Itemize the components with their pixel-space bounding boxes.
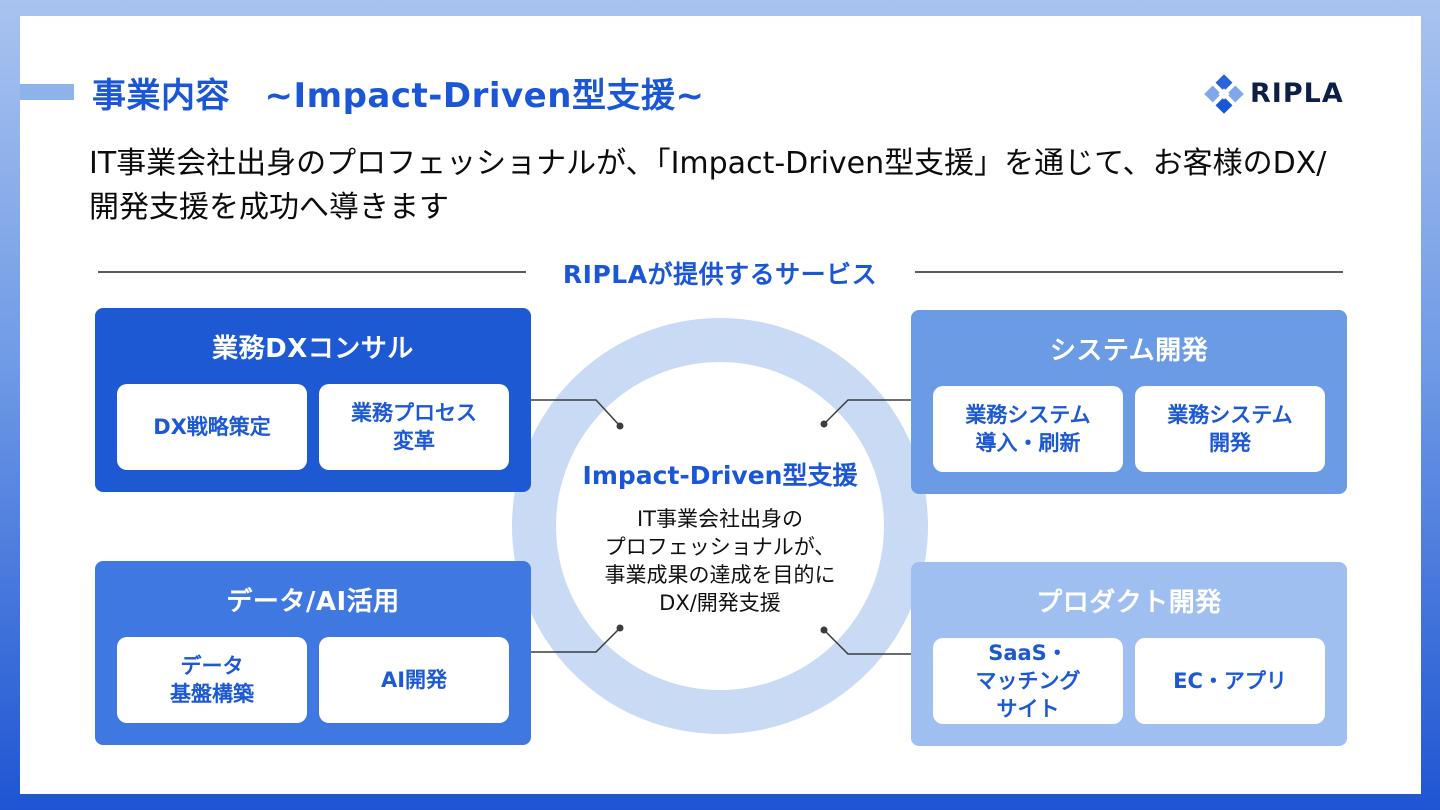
service-item-ec-app: EC・アプリ	[1135, 638, 1325, 724]
page-title: 事業内容 ~Impact-Driven型支援~	[92, 76, 705, 116]
core-desc-line: プロフェッショナルが、	[604, 535, 836, 559]
section-rule-right	[915, 271, 1343, 273]
service-item-label: 開発	[1209, 431, 1251, 455]
service-item-label: 導入・刷新	[975, 431, 1081, 455]
service-item-dx-strategy: DX戦略策定	[117, 384, 307, 470]
section-rule-left	[98, 271, 526, 273]
core-desc-line: IT事業会社出身の	[636, 507, 804, 531]
service-title: システム開発	[1049, 336, 1209, 366]
service-item-label: 業務システム	[965, 403, 1091, 427]
service-item-label: EC・アプリ	[1173, 669, 1287, 693]
lead-text: IT事業会社出身のプロフェッショナルが、「Impact-Driven型支援」を通…	[89, 142, 1389, 230]
service-title: 業務DXコンサル	[212, 334, 414, 364]
core-desc-line: 事業成果の達成を目的に	[604, 563, 836, 587]
service-title: プロダクト開発	[1036, 588, 1222, 618]
service-system-dev: システム開発 業務システム 導入・刷新 業務システム 開発	[911, 310, 1347, 494]
ripla-logo-icon	[1204, 74, 1244, 114]
service-data-ai: データ/AI活用 データ 基盤構築 AI開発	[95, 561, 531, 745]
service-item-label: 業務システム	[1167, 403, 1293, 427]
service-item-system-renewal: 業務システム 導入・刷新	[933, 386, 1123, 472]
service-item-system-dev: 業務システム 開発	[1135, 386, 1325, 472]
logo-text: RIPLA	[1250, 78, 1344, 109]
lead-line-1: IT事業会社出身のプロフェッショナルが、「Impact-Driven型支援」を通…	[89, 146, 1327, 181]
service-dx-consulting: 業務DXコンサル DX戦略策定 業務プロセス 変革	[95, 308, 531, 492]
service-item-label: サイト	[996, 697, 1060, 721]
service-item-label: 基盤構築	[170, 682, 254, 706]
section-label: RIPLAが提供するサービス	[562, 260, 878, 289]
service-item-label: 業務プロセス	[351, 401, 477, 425]
service-title: データ/AI活用	[226, 587, 400, 617]
service-item-label: SaaS・	[988, 641, 1068, 665]
service-item-label: データ	[180, 654, 244, 678]
title-accent-bar	[20, 84, 74, 100]
service-item-ai-dev: AI開発	[319, 637, 509, 723]
service-item-data-platform: データ 基盤構築	[117, 637, 307, 723]
service-item-label: AI開発	[380, 668, 448, 692]
core-title: Impact-Driven型支援	[582, 461, 858, 490]
service-item-label: マッチング	[975, 669, 1081, 693]
service-item-process-reform: 業務プロセス 変革	[319, 384, 509, 470]
lead-line-2: 開発支援を成功へ導きます	[89, 190, 449, 225]
service-product-dev: プロダクト開発 SaaS・ マッチング サイト EC・アプリ	[911, 562, 1347, 746]
service-item-label: 変革	[393, 429, 435, 453]
core-desc-line: DX/開発支援	[659, 591, 781, 615]
service-item-saas-matching: SaaS・ マッチング サイト	[933, 638, 1123, 724]
service-item-label: DX戦略策定	[153, 415, 271, 439]
core-description: IT事業会社出身の プロフェッショナルが、 事業成果の達成を目的に DX/開発支…	[560, 505, 880, 617]
